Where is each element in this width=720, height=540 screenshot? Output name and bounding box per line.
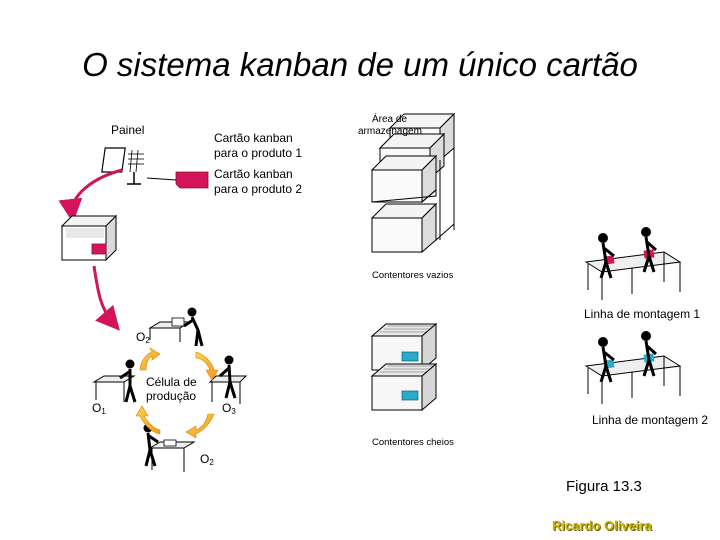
full-containers-stack xyxy=(370,322,438,412)
label-empty-containers: Contentores vazios xyxy=(372,270,454,281)
kanban-board-icon xyxy=(101,147,144,185)
assembly-line-2-icon xyxy=(584,331,682,404)
label-assembly-line-1: Linha de montagem 1 xyxy=(584,307,701,321)
workstation-o3 xyxy=(208,355,248,404)
arrow-container-to-cell xyxy=(92,265,120,331)
label-operator-o2-bottom: O2 xyxy=(200,452,214,467)
label-production-cell-line1: Célula de xyxy=(146,375,197,389)
kanban-card-icon xyxy=(175,171,209,189)
label-storage-line2: armazenagem xyxy=(358,126,422,137)
label-operator-o1: O1 xyxy=(92,401,106,416)
figure-caption: Figura 13.3 xyxy=(566,478,642,495)
label-card-product-1-line1: Cartão kanban xyxy=(214,131,293,145)
workstation-o2-bottom xyxy=(143,423,196,472)
arrow-board-to-container xyxy=(58,168,123,223)
container-with-card-icon xyxy=(60,214,118,262)
label-painel: Painel xyxy=(111,123,145,137)
label-production-cell-line2: produção xyxy=(146,389,197,403)
label-card-product-1-line2: para o produto 1 xyxy=(214,146,303,160)
workstation-o1 xyxy=(92,359,137,403)
cell-flow-arrows xyxy=(135,347,219,439)
label-storage-line1: Área de xyxy=(372,114,408,125)
connector-line xyxy=(146,177,177,181)
label-operator-o2-top: O2 xyxy=(136,330,150,345)
label-card-product-2-line1: Cartão kanban xyxy=(214,167,293,181)
slide-title: O sistema kanban de um único cartão xyxy=(82,46,638,83)
assembly-line-1-icon xyxy=(584,227,682,300)
author-credit: Ricardo Oliveira xyxy=(552,518,652,533)
label-card-product-2-line2: para o produto 2 xyxy=(214,182,303,196)
empty-containers-stack xyxy=(370,112,456,254)
label-operator-o3: O3 xyxy=(222,401,236,416)
label-full-containers: Contentores cheios xyxy=(372,437,454,448)
workstation-o2-top xyxy=(148,307,204,347)
label-assembly-line-2: Linha de montagem 2 xyxy=(592,413,709,427)
